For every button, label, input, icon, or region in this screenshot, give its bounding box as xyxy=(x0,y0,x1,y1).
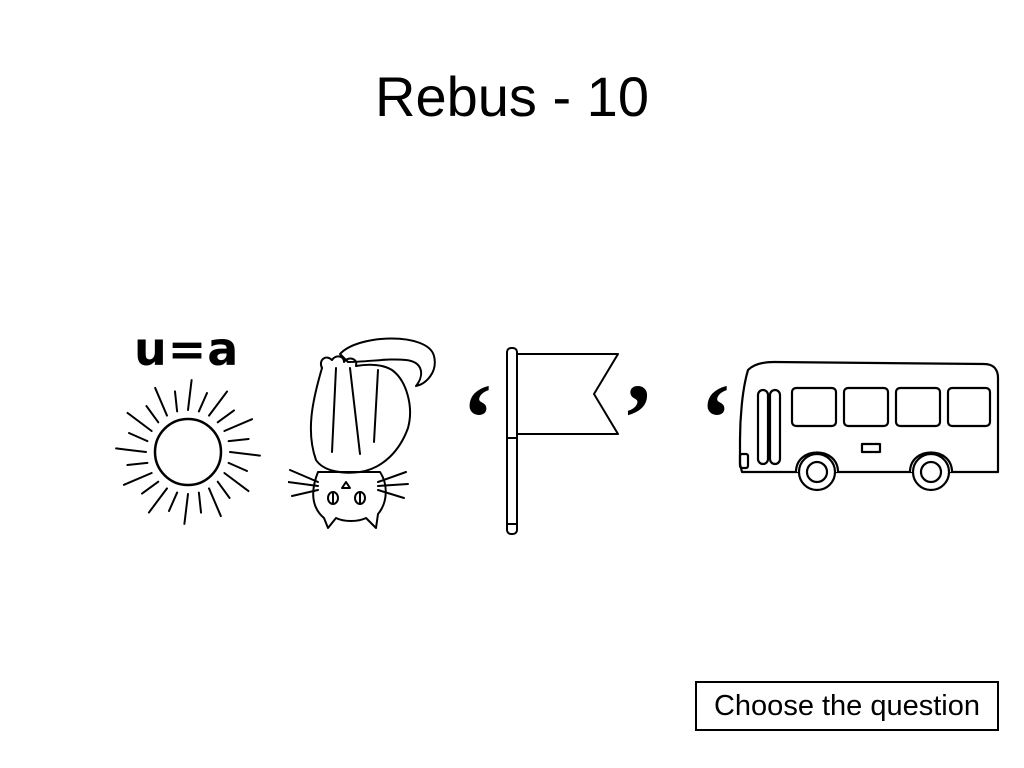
cat-upside-down-icon xyxy=(288,337,436,529)
rebus-hint: u=a xyxy=(134,322,240,376)
sun-icon xyxy=(115,379,261,525)
quote-left-1: ‘ xyxy=(462,364,494,471)
choose-question-button[interactable]: Choose the question xyxy=(695,681,999,731)
flag-icon xyxy=(506,347,619,535)
quote-left-2: ‘ xyxy=(700,364,732,471)
bus-icon xyxy=(738,360,1000,492)
quote-right-1: ’ xyxy=(622,364,654,471)
page-title: Rebus - 10 xyxy=(375,65,649,128)
